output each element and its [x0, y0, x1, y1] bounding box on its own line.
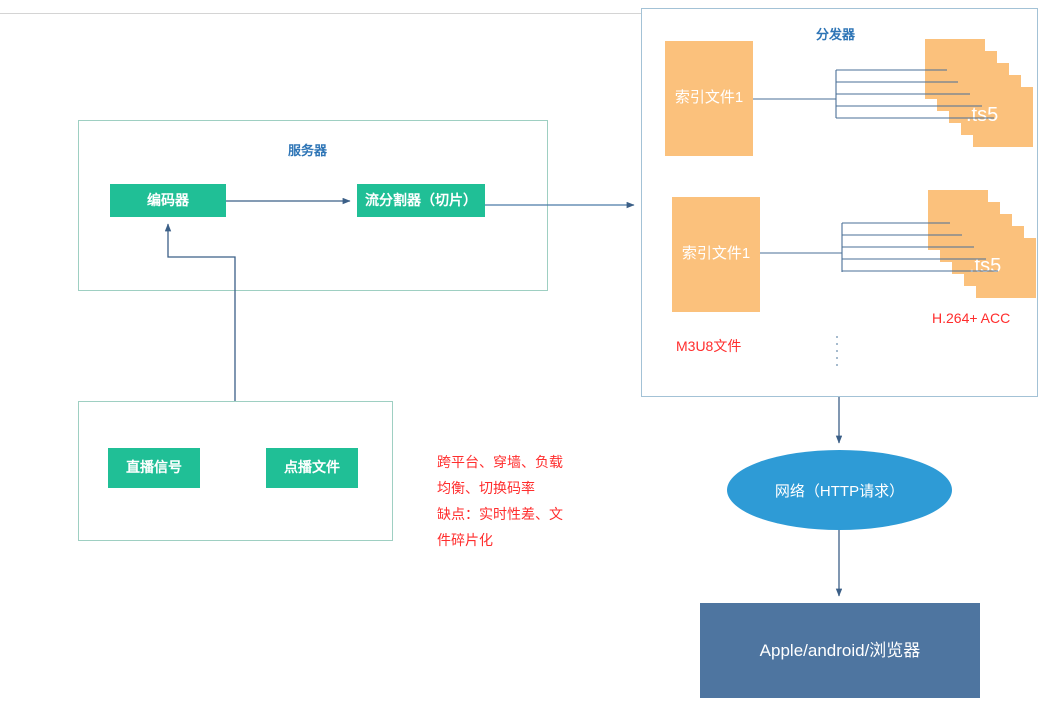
server-frame-title: 服务器 [288, 143, 328, 158]
index-file-box-1[interactable]: 索引文件1 [665, 41, 753, 156]
vertical-ellipsis [836, 336, 838, 366]
vod-file-box[interactable]: 点播文件 [266, 448, 358, 488]
ts-segment-stack-2[interactable]: .ts5 [928, 190, 1040, 302]
distributor-frame [641, 8, 1038, 397]
ts-stack-label-2: .ts5 [969, 255, 1002, 277]
clients-node[interactable]: Apple/android/浏览器 [700, 603, 980, 698]
network-node[interactable]: 网络（HTTP请求） [727, 450, 952, 530]
outer-region-border [0, 13, 641, 14]
encoder-box[interactable]: 编码器 [110, 184, 226, 217]
source-frame [78, 401, 393, 541]
index-file-box-2[interactable]: 索引文件1 [672, 197, 760, 312]
label-codec: H.264+ ACC [932, 310, 1011, 326]
label-m3u8: M3U8文件 [676, 338, 742, 354]
note-pros-cons: 跨平台、穿墙、负载 均衡、切换码率 缺点：实时性差、文 件碎片化 [437, 454, 563, 548]
ts-card [928, 190, 988, 250]
distributor-frame-title: 分发器 [816, 27, 856, 42]
live-signal-box[interactable]: 直播信号 [108, 448, 200, 488]
ts-segment-stack-1[interactable]: .ts5 [925, 39, 1037, 151]
stream-splitter-box[interactable]: 流分割器（切片） [357, 184, 485, 217]
ts-card [925, 39, 985, 99]
ts-stack-label-1: .ts5 [966, 104, 999, 126]
